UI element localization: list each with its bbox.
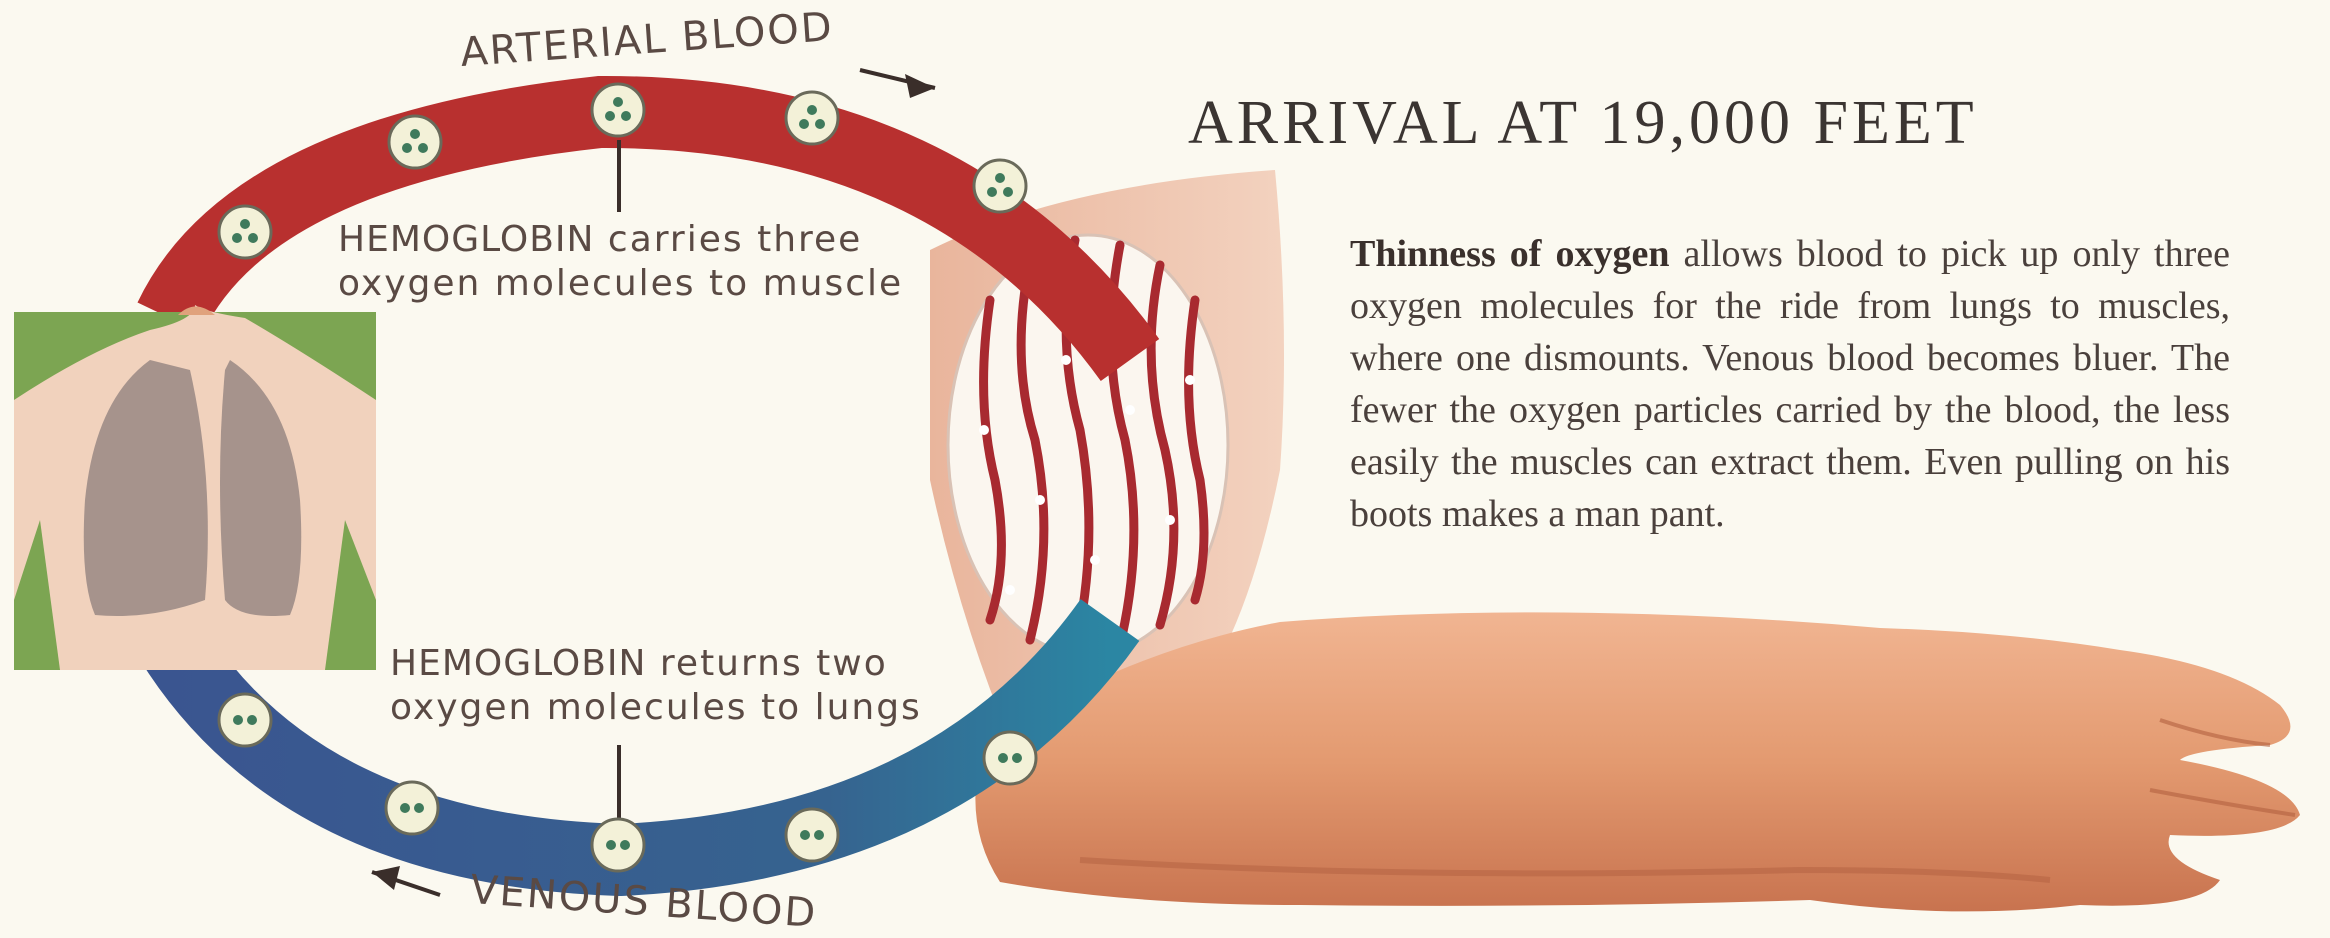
hemoglobin-bottom-rest: returns two [646,643,887,684]
arterial-arrowhead [905,74,935,98]
oxygen-molecule-marker [974,160,1026,212]
body-text: allows blood to pick up only three oxyge… [1350,233,2230,535]
hemoglobin-word: HEMOGLOBIN [338,219,594,260]
hemoglobin-bottom-label: HEMOGLOBIN returns two oxygen molecules … [390,642,922,730]
hemoglobin-top-rest: carries three [594,219,862,260]
hemoglobin-word: HEMOGLOBIN [390,643,646,684]
body-paragraph: Thinness of oxygen allows blood to pick … [1350,228,2230,540]
body-lead: Thinness of oxygen [1350,233,1669,275]
oxygen-molecule-marker [786,809,838,861]
oxygen-molecule-marker [219,694,271,746]
oxygen-molecule-marker [219,206,271,258]
oxygen-molecule-marker [389,116,441,168]
oxygen-molecule-marker [592,84,644,136]
hemoglobin-top-label: HEMOGLOBIN carries three oxygen molecule… [338,218,903,306]
oxygen-molecule-marker [386,782,438,834]
torso-panel [14,305,376,670]
oxygen-molecule-marker [786,92,838,144]
hemoglobin-bottom-line2: oxygen molecules to lungs [390,687,922,728]
venous-arrowhead [372,866,400,890]
hemoglobin-top-line2: oxygen molecules to muscle [338,263,903,304]
oxygen-molecule-marker [592,819,644,871]
oxygen-molecule-marker [984,732,1036,784]
page-title: ARRIVAL AT 19,000 FEET [1188,88,1978,159]
